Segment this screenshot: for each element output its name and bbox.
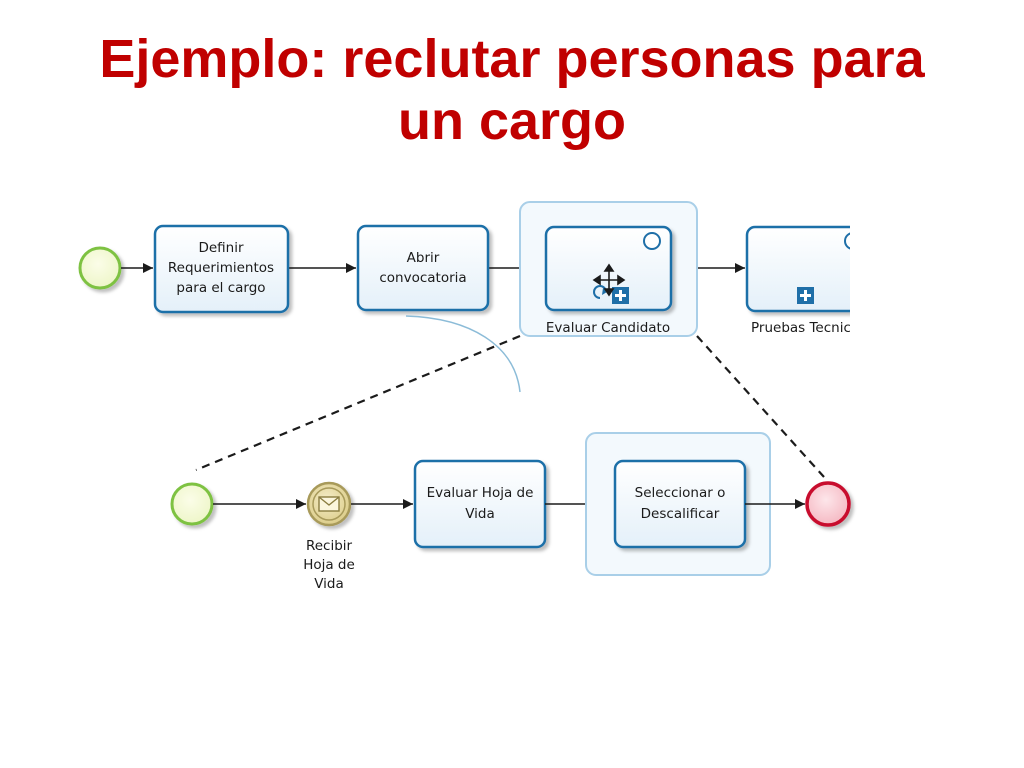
message-event-recibir[interactable]: [306, 481, 352, 527]
annotation-curve: [405, 315, 521, 393]
task-evaluar-hoja-line-1: Evaluar Hoja de: [427, 485, 534, 501]
task-abrir-line-1: Abrir: [407, 250, 440, 266]
task-definir-line-3: para el cargo: [176, 280, 265, 296]
diagram-crop-mask: [850, 195, 1024, 345]
task-definir-line-1: Definir: [198, 240, 244, 256]
slide-title: Ejemplo: reclutar personas para un cargo: [0, 28, 1024, 152]
task-evaluar-hoja-line-2: Vida: [465, 506, 495, 522]
label-evaluar-candidato: Evaluar Candidato: [546, 320, 670, 336]
task-seleccionar-line-2: Descalificar: [641, 506, 720, 522]
task-evaluar-hoja-de-vida[interactable]: Evaluar Hoja de Vida: [413, 459, 547, 549]
task-seleccionar-o-descalificar[interactable]: Seleccionar o Descalificar: [613, 459, 747, 549]
end-event-bottom[interactable]: [805, 481, 851, 527]
expansion-line-left: [195, 334, 521, 472]
boundary-timer-icon: [643, 232, 661, 250]
subprocess-evaluar-candidato[interactable]: [544, 225, 673, 312]
slide-title-line-1: Ejemplo: reclutar personas para: [99, 29, 925, 89]
label-pruebas-tecnicas: Pruebas Tecnic: [751, 320, 851, 336]
task-abrir-convocatoria[interactable]: Abrir convocatoria: [356, 224, 490, 312]
label-recibir-line-2: Hoja de: [303, 557, 355, 573]
collapsed-subprocess-icon: [612, 287, 629, 304]
task-definir-line-2: Requerimientos: [168, 260, 274, 276]
expansion-line-right: [696, 335, 825, 478]
start-event-top[interactable]: [78, 246, 122, 290]
envelope-icon: [318, 496, 340, 512]
collapsed-subprocess-icon-pruebas: [797, 287, 814, 304]
task-definir-requerimientos[interactable]: Definir Requerimientos para el cargo: [153, 224, 290, 314]
start-event-bottom[interactable]: [170, 482, 214, 526]
move-cursor-icon: [592, 263, 626, 297]
task-seleccionar-line-1: Seleccionar o: [635, 485, 726, 501]
label-recibir-line-3: Vida: [314, 576, 344, 592]
task-abrir-line-2: convocatoria: [379, 270, 466, 286]
label-recibir-line-1: Recibir: [306, 538, 353, 554]
slide-title-line-2: un cargo: [397, 91, 627, 151]
